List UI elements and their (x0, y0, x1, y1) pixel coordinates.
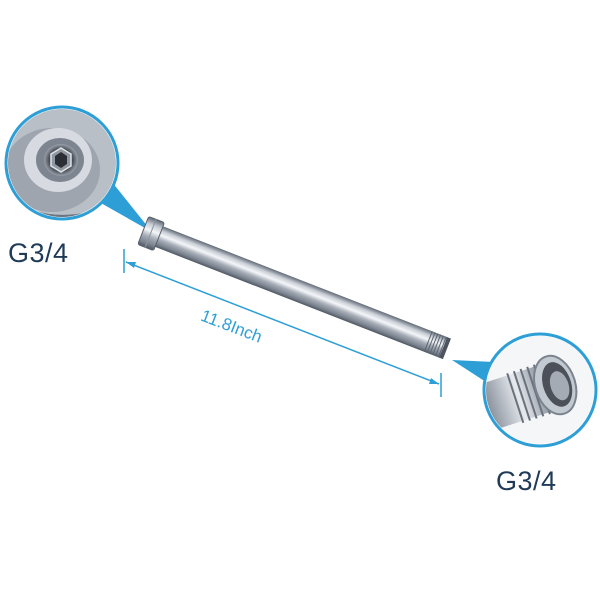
right-fitting-label: G3/4 (496, 466, 557, 496)
dimension-line (123, 249, 442, 397)
left-callout-circle (4, 105, 120, 221)
left-fitting-label: G3/4 (8, 238, 69, 268)
right-callout-pointer (452, 360, 494, 382)
right-callout-circle (482, 332, 598, 448)
pipe (137, 216, 451, 360)
